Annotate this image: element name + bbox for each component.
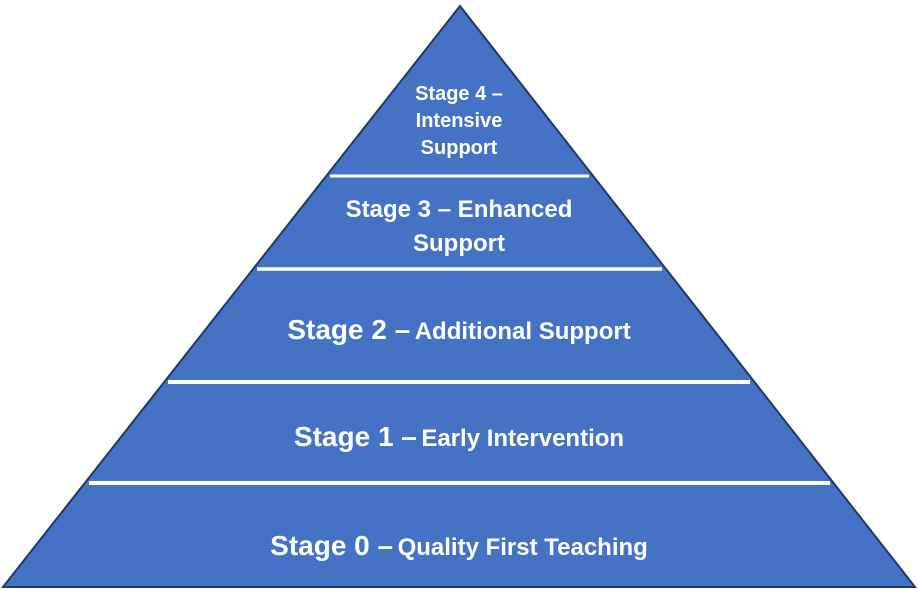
stage-1-subtitle: Early Intervention [421, 425, 625, 452]
stage-2-title: Stage 2 – [287, 314, 411, 345]
stage-3-label: Stage 3 – Enhanced Support [0, 193, 918, 261]
stage-0-title: Stage 0 – [270, 530, 394, 561]
stage-0-label: Stage 0 – Quality First Teaching [0, 528, 918, 569]
stage-0-subtitle: Quality First Teaching [397, 534, 648, 561]
stage-4-line-2: Intensive [415, 110, 503, 132]
stage-2-subtitle: Additional Support [414, 318, 631, 345]
stage-4-label: Stage 4 – Intensive Support [0, 81, 918, 162]
stage-4-line-1: Stage 4 – [415, 83, 503, 105]
stage-1-title: Stage 1 – [293, 421, 417, 452]
pyramid-shape [0, 4, 918, 588]
stage-4-line-3: Support [420, 137, 498, 159]
stage-2-label: Stage 2 – Additional Support [0, 312, 918, 353]
stage-3-line-1: Stage 3 – Enhanced [345, 196, 573, 223]
stage-1-label: Stage 1 – Early Intervention [0, 419, 918, 460]
stage-3-line-2: Support [413, 230, 505, 257]
